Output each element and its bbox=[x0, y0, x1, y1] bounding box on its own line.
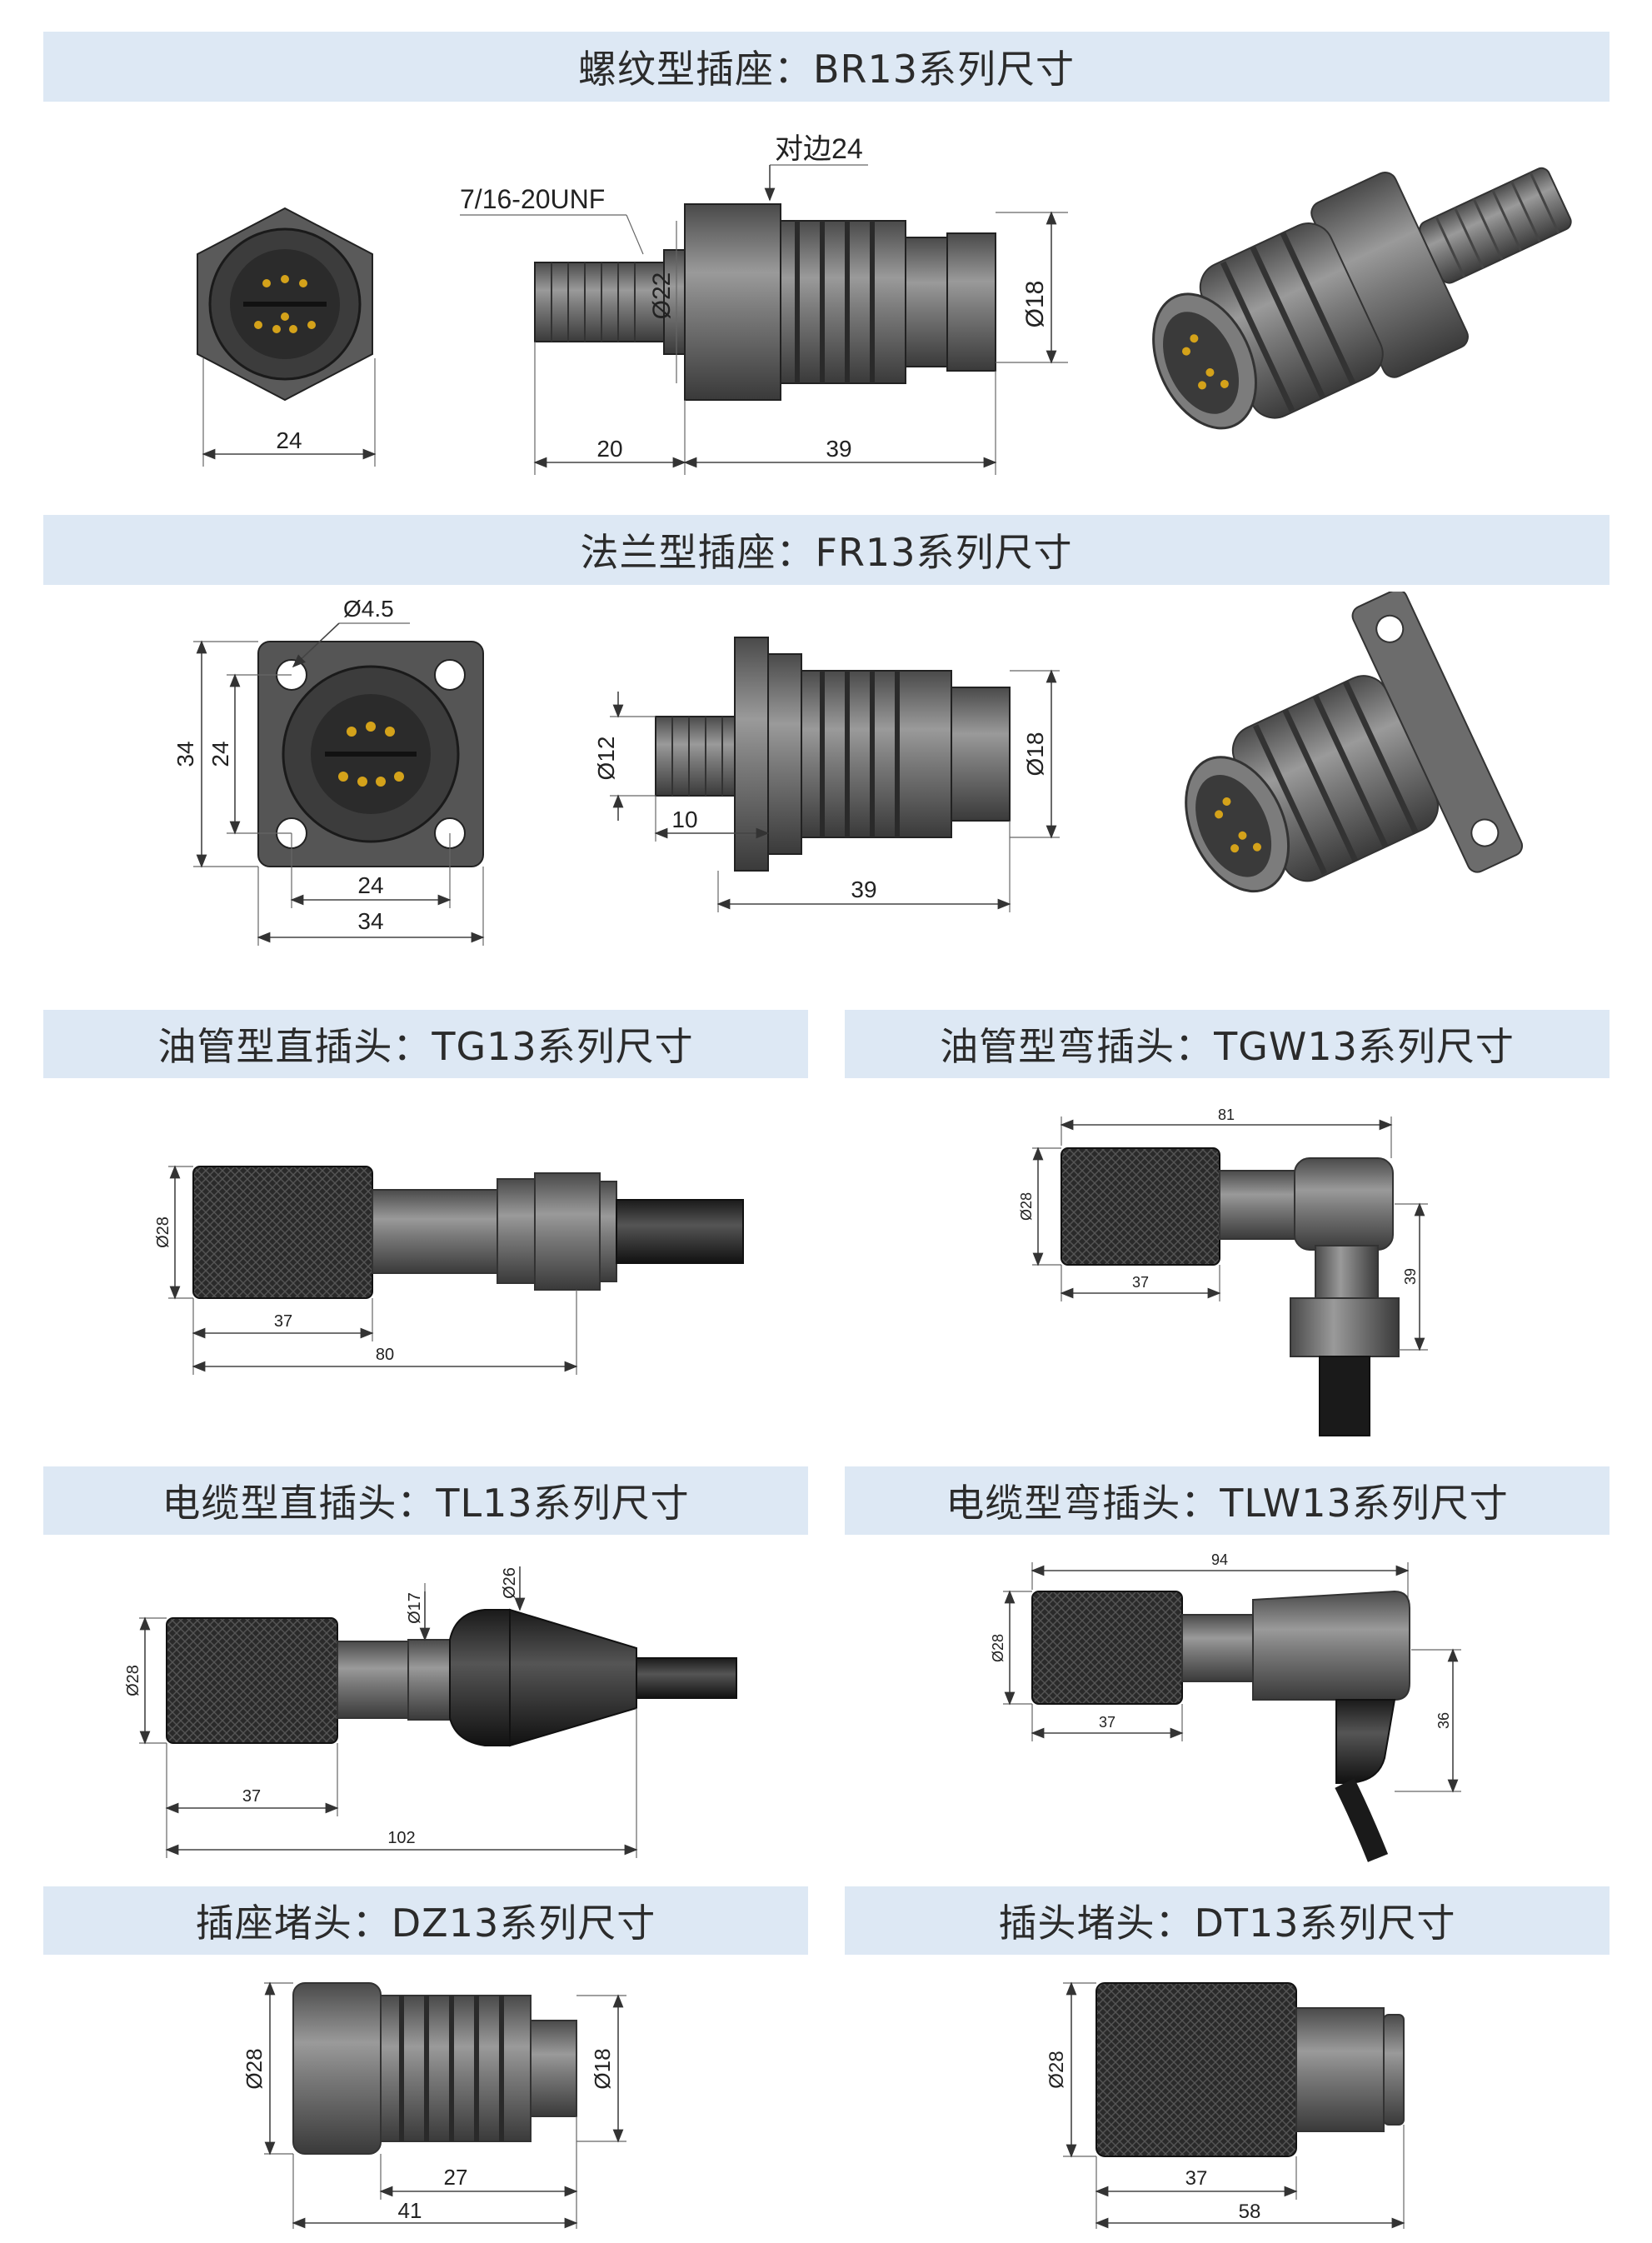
dim-tg13-len37: 37 bbox=[274, 1312, 292, 1331]
drawing-tg13: Ø28 37 80 bbox=[154, 1165, 744, 1375]
dim-tl13-d26: Ø26 bbox=[501, 1567, 519, 1599]
drawing-tlw13: 94 Ø28 37 36 bbox=[990, 1551, 1461, 1862]
tl13-body bbox=[166, 1608, 737, 1747]
panel-dt13: Ø28 37 58 bbox=[845, 1958, 1610, 2233]
dim-fr13-inner-w: 24 bbox=[357, 872, 383, 898]
fr13-iso-view bbox=[1185, 588, 1524, 893]
section-title-dz13: 插座堵头：DZ13系列尺寸 bbox=[195, 1901, 656, 1946]
dim-br13-len39: 39 bbox=[826, 436, 851, 462]
dim-tgw13-len37: 37 bbox=[1132, 1274, 1149, 1291]
dim-dt13-d28: Ø28 bbox=[1046, 2051, 1068, 2088]
dim-br13-across-flats: 对边24 bbox=[775, 133, 863, 165]
dim-tl13-d28: Ø28 bbox=[124, 1665, 142, 1696]
drawing-dt13: Ø28 37 58 bbox=[1046, 1981, 1405, 2229]
dim-tlw13-len37: 37 bbox=[1099, 1714, 1115, 1731]
drawing-dz13: Ø28 Ø18 27 41 bbox=[242, 1981, 626, 2229]
dim-fr13-inner-h: 24 bbox=[207, 741, 233, 767]
dim-fr13-outer-w: 34 bbox=[357, 908, 383, 934]
section-title-dt13: 插头堵头：DT13系列尺寸 bbox=[998, 1901, 1456, 1946]
dim-tlw13-d28: Ø28 bbox=[990, 1634, 1006, 1662]
dim-tl13-d17: Ø17 bbox=[406, 1592, 424, 1624]
panel-dz13: Ø28 Ø18 27 41 bbox=[43, 1958, 808, 2233]
section-title-fr13: 法兰型插座：FR13系列尺寸 bbox=[580, 530, 1073, 575]
tg13-body bbox=[192, 1166, 744, 1299]
dim-tgw13-d28: Ø28 bbox=[1018, 1192, 1035, 1221]
dim-tlw13-h36: 36 bbox=[1435, 1712, 1452, 1729]
dt13-body bbox=[1096, 1982, 1405, 2157]
br13-front-view bbox=[197, 207, 373, 402]
dim-fr13-hole: Ø4.5 bbox=[343, 596, 394, 622]
dim-dt13-len58: 58 bbox=[1239, 2201, 1261, 2223]
panel-tlw13: 94 Ø28 37 36 bbox=[845, 1541, 1610, 1875]
drawing-br13: 24 7/16-20UNF 对边24 Ø22 Ø18 bbox=[197, 133, 1572, 475]
drawing-tl13: Ø28 Ø17 Ø26 37 102 bbox=[124, 1566, 737, 1858]
dim-br13-thread: 7/16-20UNF bbox=[460, 184, 605, 214]
dim-dt13-len37: 37 bbox=[1185, 2167, 1208, 2190]
banner-fr13: 法兰型插座：FR13系列尺寸 bbox=[43, 515, 1610, 585]
section-title-tl13: 电缆型直插头：TL13系列尺寸 bbox=[162, 1481, 690, 1526]
dim-br13-d18: Ø18 bbox=[1021, 281, 1049, 328]
panel-br13: 24 7/16-20UNF 对边24 Ø22 Ø18 bbox=[43, 117, 1610, 483]
banner-dz13: 插座堵头：DZ13系列尺寸 bbox=[43, 1886, 808, 1955]
dim-tg13-len80: 80 bbox=[376, 1346, 394, 1364]
dim-tgw13-h39: 39 bbox=[1402, 1268, 1419, 1285]
dim-fr13-len10: 10 bbox=[671, 807, 697, 832]
banner-tg13: 油管型直插头：TG13系列尺寸 bbox=[43, 1010, 808, 1078]
section-title-tlw13: 电缆型弯插头：TLW13系列尺寸 bbox=[946, 1481, 1509, 1526]
tlw13-body bbox=[1031, 1590, 1410, 1862]
dim-dz13-len41: 41 bbox=[398, 2198, 422, 2223]
panel-tg13: Ø28 37 80 bbox=[43, 1083, 808, 1400]
panel-tgw13: 81 Ø28 37 39 bbox=[845, 1083, 1610, 1441]
drawing-tgw13: 81 Ø28 37 39 bbox=[1018, 1107, 1428, 1436]
fr13-front-view bbox=[257, 641, 484, 867]
dim-dz13-len27: 27 bbox=[444, 2165, 468, 2190]
tgw13-body bbox=[1061, 1147, 1400, 1436]
dim-br13-hex-width: 24 bbox=[276, 427, 302, 453]
section-title-br13: 螺纹型插座：BR13系列尺寸 bbox=[577, 47, 1076, 92]
dim-fr13-d18: Ø18 bbox=[1022, 732, 1048, 777]
banner-br13: 螺纹型插座：BR13系列尺寸 bbox=[43, 32, 1610, 102]
dim-br13-d22: Ø22 bbox=[648, 272, 676, 320]
dim-tl13-len37: 37 bbox=[242, 1787, 261, 1806]
dz13-body bbox=[292, 1982, 577, 2155]
dim-fr13-d12: Ø12 bbox=[593, 737, 619, 781]
dim-tl13-len102: 102 bbox=[387, 1829, 415, 1847]
banner-dt13: 插头堵头：DT13系列尺寸 bbox=[845, 1886, 1610, 1955]
section-title-tgw13: 油管型弯插头：TGW13系列尺寸 bbox=[940, 1024, 1515, 1069]
dim-fr13-len39: 39 bbox=[851, 877, 876, 902]
banner-tlw13: 电缆型弯插头：TLW13系列尺寸 bbox=[845, 1466, 1610, 1535]
dim-fr13-outer-h: 34 bbox=[172, 741, 198, 767]
fr13-side-view bbox=[655, 637, 1011, 872]
dim-br13-len20: 20 bbox=[596, 436, 622, 462]
br13-iso-view bbox=[1152, 167, 1572, 430]
dim-dz13-d18: Ø18 bbox=[590, 2048, 615, 2089]
dim-tg13-d28: Ø28 bbox=[154, 1216, 172, 1248]
section-title-tg13: 油管型直插头：TG13系列尺寸 bbox=[157, 1024, 694, 1069]
panel-fr13: Ø4.5 34 24 24 34 Ø12 Ø18 10 bbox=[43, 588, 1610, 958]
br13-side-view bbox=[534, 203, 996, 401]
dim-tlw13-len94: 94 bbox=[1211, 1551, 1228, 1568]
dim-dz13-d28: Ø28 bbox=[242, 2048, 267, 2089]
dim-tgw13-len81: 81 bbox=[1218, 1107, 1235, 1123]
banner-tgw13: 油管型弯插头：TGW13系列尺寸 bbox=[845, 1010, 1610, 1078]
banner-tl13: 电缆型直插头：TL13系列尺寸 bbox=[43, 1466, 808, 1535]
panel-tl13: Ø28 Ø17 Ø26 37 102 bbox=[43, 1541, 808, 1875]
drawing-fr13: Ø4.5 34 24 24 34 Ø12 Ø18 10 bbox=[172, 588, 1524, 946]
